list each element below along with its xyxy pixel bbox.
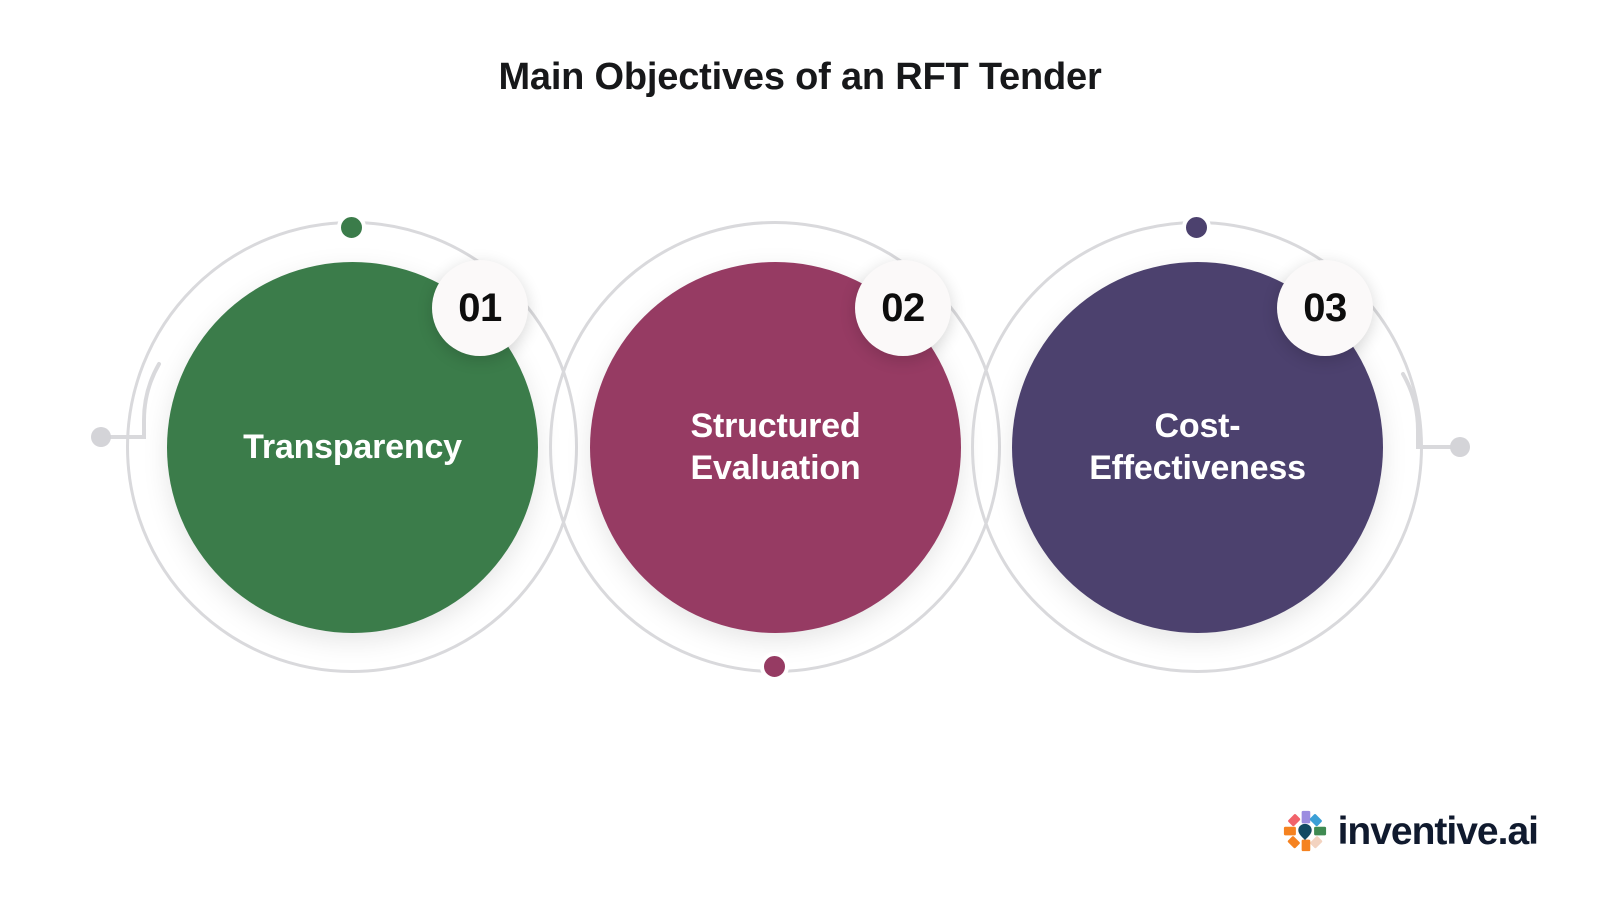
right-end-dot [1450, 437, 1470, 457]
left-end-dot [91, 427, 111, 447]
inventive-pinwheel-icon [1283, 810, 1326, 852]
step-node-03[interactable]: Cost- Effectiveness 03 [962, 212, 1432, 682]
step-ring-dot-02 [760, 652, 789, 681]
step-label-01: Transparency [243, 427, 462, 466]
step-badge-02[interactable]: 02 [855, 260, 951, 356]
step-badge-03[interactable]: 03 [1277, 260, 1373, 356]
step-ring-dot-03 [1182, 213, 1211, 242]
step-ring-dot-01 [337, 213, 366, 242]
page-title: Main Objectives of an RFT Tender [498, 56, 1102, 98]
step-label-03: Cost- Effectiveness [1089, 407, 1306, 487]
logo-text: inventive.ai [1337, 809, 1539, 853]
step-disc-02[interactable]: Structured Evaluation [590, 262, 961, 633]
inventive-logo[interactable]: inventive.ai [1282, 808, 1539, 854]
step-badge-01[interactable]: 01 [432, 260, 528, 356]
step-node-01[interactable]: Transparency 01 [117, 212, 587, 682]
step-label-02: Structured Evaluation [690, 407, 861, 487]
step-node-02[interactable]: Structured Evaluation 02 [540, 212, 1010, 682]
